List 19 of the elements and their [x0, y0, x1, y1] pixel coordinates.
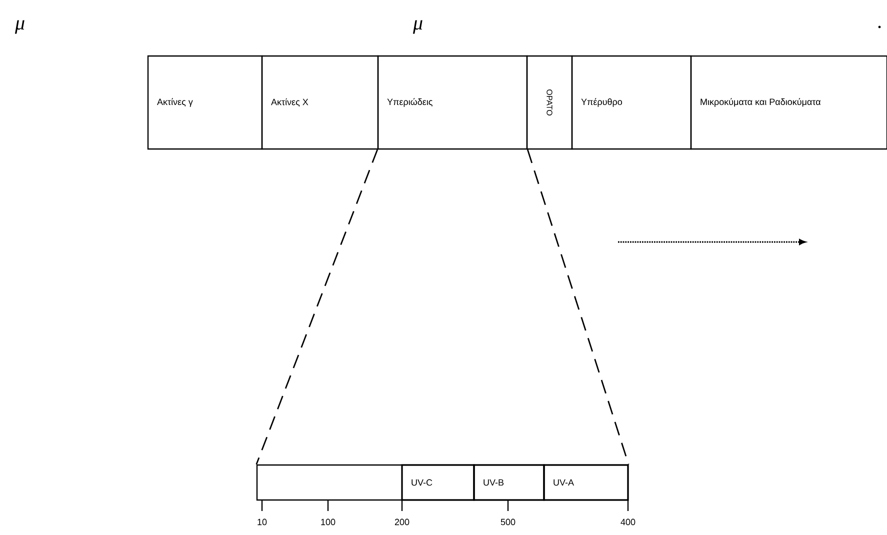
tick-label: 100	[321, 518, 336, 526]
tick-label: 500	[500, 518, 516, 526]
band-cell: Υπέρυθρο	[571, 55, 692, 150]
tick-label: 200	[394, 518, 410, 526]
symbol-label: μ	[412, 20, 422, 34]
band-cell: UV-C	[401, 464, 475, 501]
band-cell: Μικροκύματα και Ραδιοκύματα	[690, 55, 887, 150]
band-cell: Ακτίνες Χ	[261, 55, 379, 150]
symbol-label: .	[878, 26, 881, 28]
tick-label: 10	[258, 518, 267, 526]
band-cell: ΟΡΑΤΟ	[526, 55, 573, 150]
tick-label: 400	[620, 518, 636, 526]
band-cell: UV-A	[543, 464, 629, 501]
band-cell: Υπεριώδεις	[377, 55, 528, 150]
zoom-line	[526, 149, 630, 465]
band-cell: Ακτίνες γ	[147, 55, 263, 150]
symbol-label: μ	[14, 20, 24, 34]
band-cell: UV-B	[473, 464, 545, 501]
zoom-line	[256, 149, 378, 465]
